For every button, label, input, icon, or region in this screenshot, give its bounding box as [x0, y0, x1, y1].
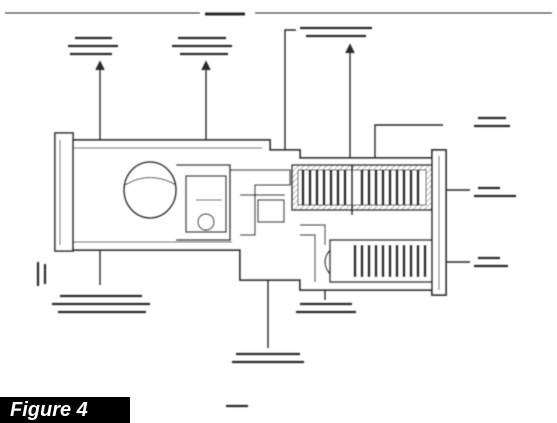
callout-top-left-mark	[68, 36, 118, 56]
check-ball-chamber	[123, 161, 231, 241]
callout-top-middle-mark	[172, 36, 232, 56]
left-end-cap	[54, 132, 74, 252]
callout-left-vertical-mark	[36, 262, 47, 286]
central-passages	[230, 169, 291, 236]
regulator-spring	[300, 224, 436, 283]
figure-label: Figure 4	[0, 397, 130, 423]
callout-right-marks	[474, 116, 516, 268]
callout-bottom-marks	[52, 294, 356, 364]
callout-top-right-mark	[300, 26, 372, 38]
right-end-plate	[431, 149, 447, 296]
main-valve-spring	[291, 164, 433, 215]
